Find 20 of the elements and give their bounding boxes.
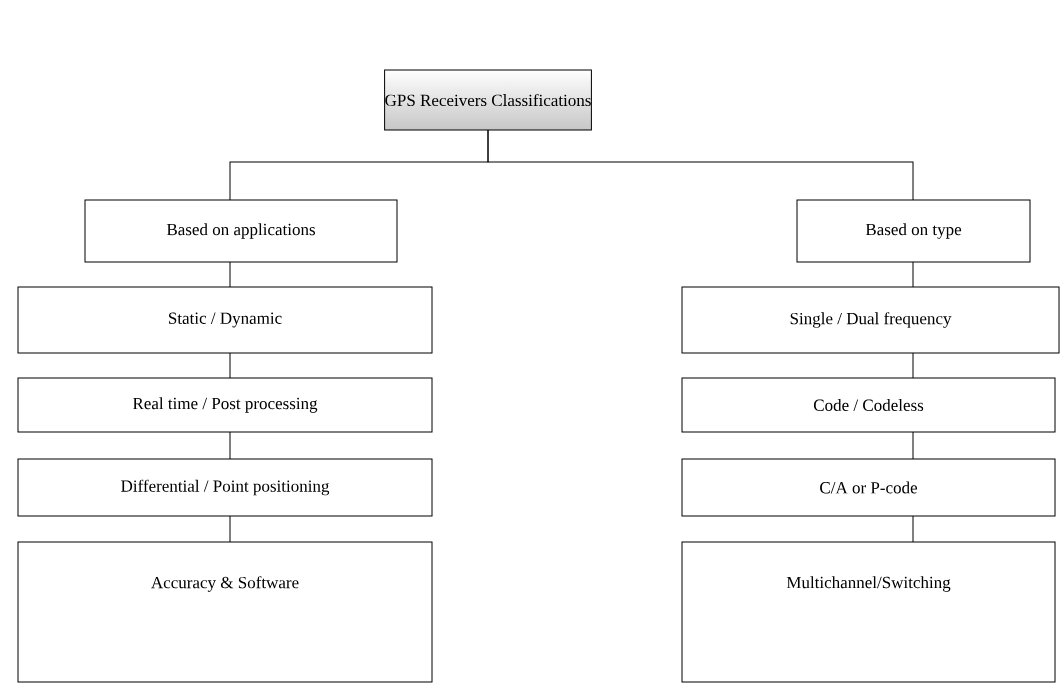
box: C/A or P-code [681, 458, 1056, 517]
box: Real time / Post processing [17, 377, 433, 433]
box: Static / Dynamic [17, 286, 433, 354]
box: Based on applications [84, 199, 398, 263]
connector-line [229, 515, 231, 543]
box: Code / Codeless [681, 377, 1056, 433]
box: Accuracy & Software [17, 541, 433, 683]
connector-line [229, 352, 231, 379]
box: Differential / Point positioning [17, 458, 433, 517]
connector-line [912, 431, 914, 460]
box: Based on type [796, 199, 1031, 263]
connector-line [229, 261, 231, 288]
connector-line [229, 431, 231, 460]
connector-line [912, 261, 914, 288]
connector-line [487, 129, 914, 201]
connector-line [912, 515, 914, 543]
connector-line [912, 352, 914, 379]
box: Single / Dual frequency [681, 286, 1060, 354]
box: GPS Receivers Classifications [384, 69, 592, 131]
box: Multichannel/Switching [681, 541, 1056, 683]
